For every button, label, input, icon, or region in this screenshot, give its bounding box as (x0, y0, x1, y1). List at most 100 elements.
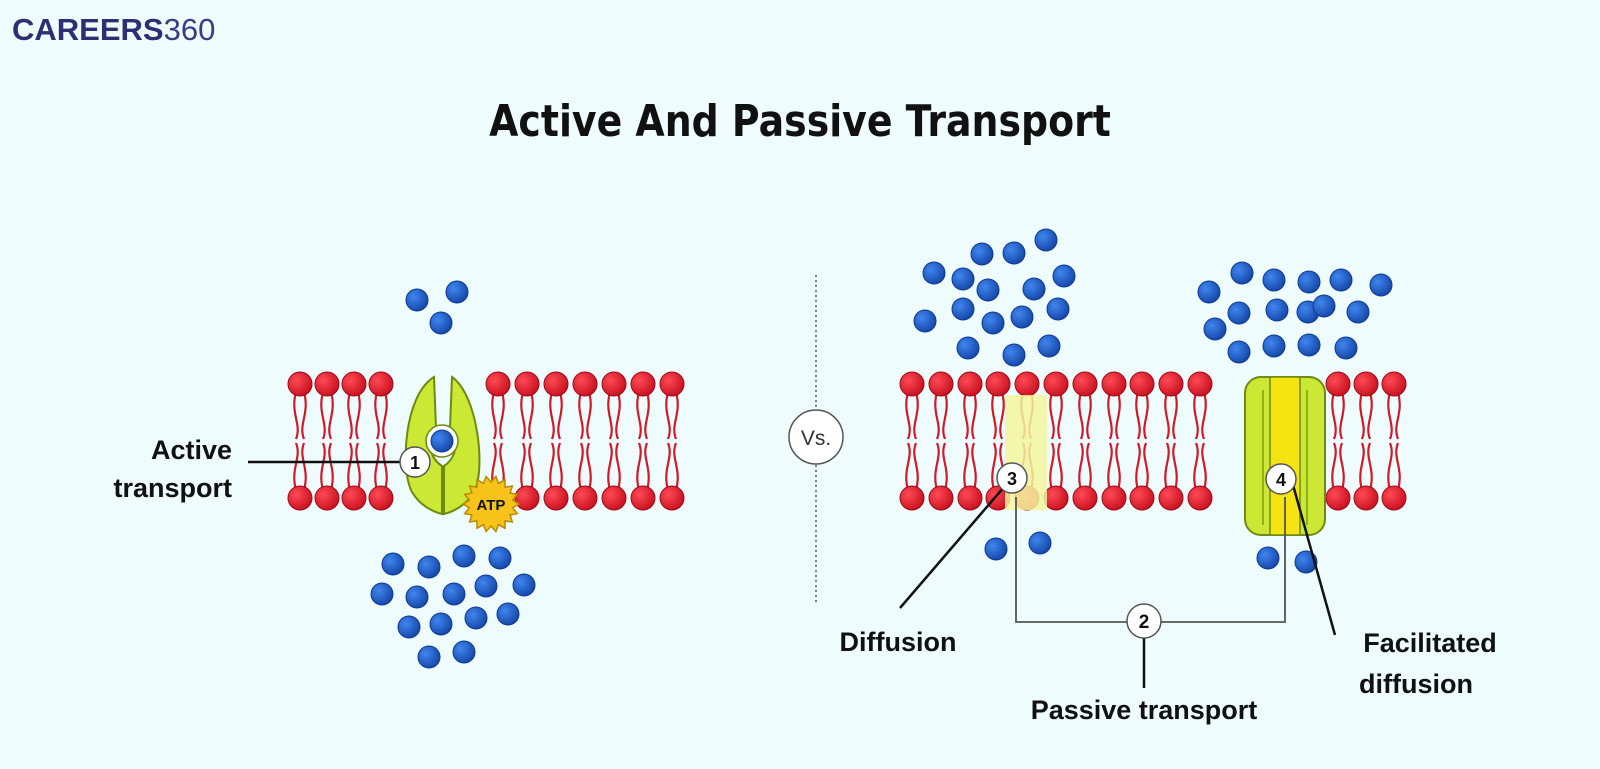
molecule (417, 555, 441, 579)
lipid-tail (971, 391, 977, 440)
molecule (1028, 531, 1052, 555)
lipid-tail (578, 391, 584, 440)
lipid-head (1043, 371, 1069, 397)
molecule (1230, 261, 1254, 285)
lipid-tail (1359, 391, 1365, 440)
lipid-tail (1049, 391, 1055, 440)
molecule (429, 311, 453, 335)
logo-light-text: 360 (163, 12, 216, 47)
lipid-head (543, 371, 569, 397)
molecule (976, 278, 1000, 302)
molecule (1010, 305, 1034, 329)
lipid-tail (1164, 391, 1170, 440)
lipid-head (514, 371, 540, 397)
lipid-tail (1107, 442, 1113, 491)
lipid-head (368, 485, 394, 511)
lipid-tail (528, 391, 534, 440)
lipid-tail (971, 442, 977, 491)
lipid-head (630, 371, 656, 397)
molecule (417, 645, 441, 669)
lipid-head (1014, 371, 1040, 397)
lipid-tail (1193, 442, 1199, 491)
molecule (1297, 270, 1321, 294)
lipid-tail (905, 391, 911, 440)
lipid-tail (382, 442, 388, 491)
lipid-head (659, 371, 685, 397)
lipid-head (314, 485, 340, 511)
molecule (1334, 336, 1358, 360)
lipid-tail (347, 391, 353, 440)
molecule (1002, 241, 1026, 265)
lipid-tail (913, 442, 919, 491)
molecule (984, 537, 1008, 561)
lipid-head (1325, 371, 1351, 397)
molecule (1203, 317, 1227, 341)
lipid-tail (520, 442, 526, 491)
lipid-head (1158, 485, 1184, 511)
lipid-tail (665, 391, 671, 440)
molecule (1227, 340, 1251, 364)
lipid-head (928, 371, 954, 397)
vs-text: Vs. (801, 427, 831, 450)
lipid-tail (382, 391, 388, 440)
lipid-tail (347, 442, 353, 491)
lipid-head (287, 485, 313, 511)
careers360-logo: CAREERS360 (12, 12, 215, 48)
lipid-tail (644, 391, 650, 440)
molecule (1227, 301, 1251, 325)
lipid-tail (1164, 442, 1170, 491)
lipid-tail (1331, 442, 1337, 491)
lipid-tail (293, 442, 299, 491)
lipid-tail (1078, 442, 1084, 491)
molecule (405, 585, 429, 609)
molecule (1052, 264, 1076, 288)
lipid-tail (301, 391, 307, 440)
lipid-head (899, 485, 925, 511)
lipid-head (314, 371, 340, 397)
lipid-tail (1086, 442, 1092, 491)
lipid-tail (293, 391, 299, 440)
callout-3: 3 (996, 462, 1028, 494)
lipid-tail (1049, 442, 1055, 491)
label-active-line2: transport (113, 473, 232, 503)
molecule (1312, 294, 1336, 318)
lipid-tail (301, 442, 307, 491)
lipid-tail (665, 442, 671, 491)
lipid-head (985, 371, 1011, 397)
lipid-head (1072, 485, 1098, 511)
lipid-tail (1057, 391, 1063, 440)
molecule (488, 546, 512, 570)
lipid-tail (374, 391, 380, 440)
molecule (512, 573, 536, 597)
lipid-head (899, 371, 925, 397)
lipid-head (957, 485, 983, 511)
lipid-tail (615, 391, 621, 440)
lipid-tail (963, 391, 969, 440)
lipid-head (1353, 485, 1379, 511)
molecule (474, 574, 498, 598)
lipid-tail (1193, 391, 1199, 440)
lipid-tail (991, 391, 997, 440)
lipid-head (1129, 371, 1155, 397)
callout-1-number: 1 (410, 453, 420, 473)
lipid-tail (1172, 442, 1178, 491)
callout-4: 4 (1265, 463, 1297, 495)
lipid-head (1353, 371, 1379, 397)
molecule (1346, 300, 1370, 324)
molecule (956, 336, 980, 360)
lipid-head (1381, 485, 1407, 511)
molecule (464, 606, 488, 630)
lipid-tail (1367, 391, 1373, 440)
lipid-tail (557, 442, 563, 491)
callout-3-number: 3 (1007, 469, 1017, 489)
molecule (405, 288, 429, 312)
molecule (381, 552, 405, 576)
molecule (1022, 277, 1046, 301)
lipid-tail (942, 442, 948, 491)
lipid-head (1129, 485, 1155, 511)
molecule (370, 582, 394, 606)
right-membrane (899, 371, 1407, 511)
lipid-tail (1339, 391, 1345, 440)
molecule (1256, 546, 1280, 570)
molecule (1002, 343, 1026, 367)
